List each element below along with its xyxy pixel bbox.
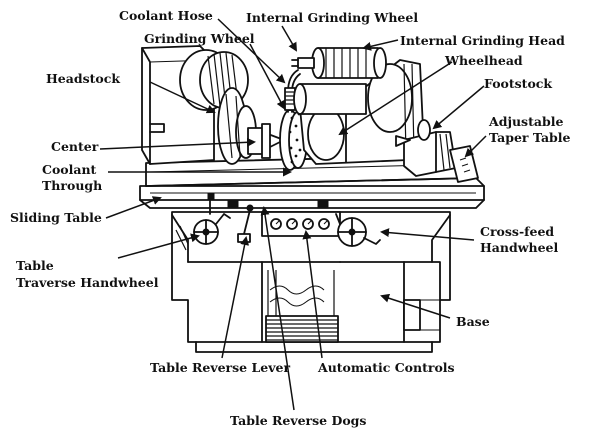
leader-table-reverse-lever (221, 236, 250, 359)
label-wheelhead: Wheelhead (444, 53, 523, 68)
leader-table-traverse-handwheel (117, 233, 200, 259)
label-coolant-hose: Coolant Hose (119, 8, 213, 23)
automatic-controls-panel (261, 211, 341, 237)
leader-table-reverse-dogs (260, 206, 295, 411)
cross-feed-handwheel (335, 213, 381, 247)
label-base: Base (456, 314, 490, 329)
leader-grinding-wheel (249, 43, 285, 110)
label-table-traverse-handwheel-line1: Table (16, 258, 54, 273)
machine-illustration (139, 45, 485, 353)
leader-headstock (149, 81, 216, 114)
leader-coolant-hose (217, 18, 286, 84)
label-internal-grinding-head: Internal Grinding Head (400, 33, 565, 48)
leader-cross-feed-handwheel (380, 228, 475, 241)
label-adjustable-taper-table-line2: Taper Table (489, 130, 571, 145)
leader-footstock (432, 85, 485, 130)
sliding-table (139, 185, 485, 209)
leader-base (380, 293, 451, 319)
label-sliding-table: Sliding Table (10, 210, 102, 225)
label-table-reverse-dogs: Table Reverse Dogs (230, 413, 366, 428)
wheelhead (293, 59, 425, 165)
leader-lines (99, 18, 487, 411)
label-internal-grinding-wheel: Internal Grinding Wheel (246, 10, 418, 25)
labels: Coolant Hose Internal Grinding Wheel Gri… (10, 8, 571, 428)
leader-center (99, 137, 256, 150)
label-table-reverse-lever: Table Reverse Lever (150, 360, 290, 375)
leader-sliding-table (105, 196, 162, 219)
leader-automatic-controls (302, 230, 323, 359)
label-grinding-wheel: Grinding Wheel (144, 31, 255, 46)
label-adjustable-taper-table-line1: Adjustable (488, 114, 563, 129)
work-center-assembly (247, 123, 285, 159)
leader-adjustable-taper-table (464, 135, 487, 158)
label-cross-feed-handwheel-line1: Cross-feed (480, 224, 554, 239)
label-headstock: Headstock (46, 71, 120, 86)
footstock (395, 119, 479, 183)
label-coolant-through-line2: Through (42, 178, 102, 193)
table-traverse-handwheel (193, 193, 231, 245)
base-grille (265, 315, 339, 343)
label-automatic-controls: Automatic Controls (317, 360, 455, 375)
leader-internal-grinding-wheel (281, 25, 298, 52)
internal-grinding-head (291, 47, 387, 79)
leader-wheelhead (338, 61, 453, 136)
label-footstock: Footstock (484, 76, 552, 91)
label-coolant-through-line1: Coolant (42, 162, 97, 177)
label-center: Center (51, 139, 99, 154)
label-cross-feed-handwheel-line2: Handwheel (480, 240, 558, 255)
leader-internal-grinding-head (362, 39, 399, 51)
label-table-traverse-handwheel-line2: Traverse Handwheel (16, 275, 159, 290)
